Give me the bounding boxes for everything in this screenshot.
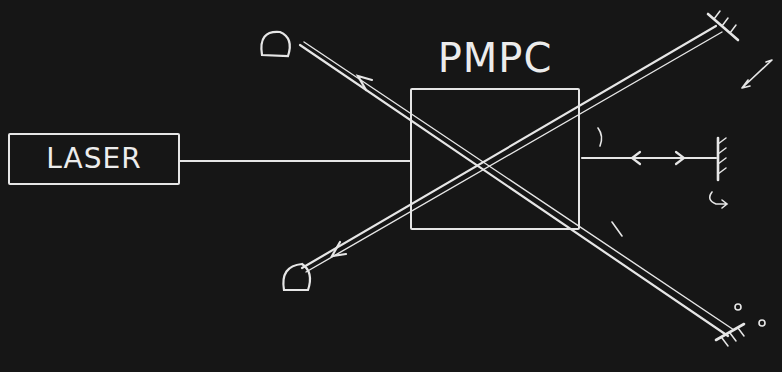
laser-beam [180,160,410,162]
beam-arrow [332,242,346,256]
mirror [708,14,738,40]
mirror-hatch [722,328,744,346]
beam-tick [598,128,602,146]
mirror-hatch [718,138,726,174]
mirror-hatch [714,11,736,33]
light-beam [302,26,716,268]
box-outline [410,88,580,230]
beam-arrow [358,76,372,90]
light-beam [306,32,722,272]
adjust-arrow [710,192,727,208]
adjust-arrow [742,60,772,88]
light-beam [304,42,734,330]
detector [283,264,310,290]
light-beam [300,45,728,336]
box-heading: PMPC [410,36,580,80]
process-box: PMPC [410,36,580,230]
pivot [735,304,741,310]
light-beam [582,157,716,159]
detector [261,32,289,56]
mirror [716,324,744,340]
beam-tick [612,222,622,236]
beam-arrow [676,152,684,164]
beam-arrow [632,152,640,164]
pivot [759,320,765,326]
box-label: LASER [46,144,141,175]
laser-box: LASER [8,133,180,185]
